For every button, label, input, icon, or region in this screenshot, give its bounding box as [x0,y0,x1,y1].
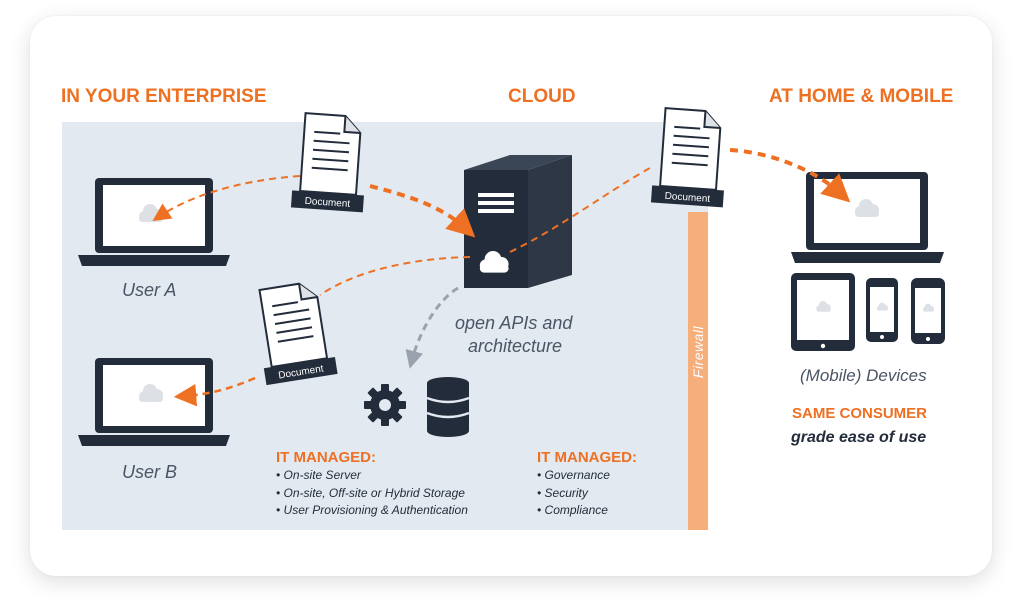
it-managed-left-title: IT MANAGED: [276,449,376,466]
arrow-document-to-user-b [173,376,256,407]
document-label-1: Document [304,196,350,210]
apis-line2: architecture [468,336,563,356]
document-icon: Document [650,107,724,208]
it-managed-left-list: On-site Server On-site, Off-site or Hybr… [276,467,468,520]
arrow-server-to-document-b [319,256,471,296]
apis-line1: open APIs and [455,313,573,333]
list-item: Compliance [537,502,610,520]
gear-icon [364,384,406,426]
it-managed-right-title: IT MANAGED: [537,449,637,466]
user-b-label: User B [122,462,178,482]
arrow-user-a-to-document [152,175,301,221]
it-managed-right-list: Governance Security Compliance [537,467,610,520]
document-icon: Document [258,282,338,386]
phone-icon [866,278,898,342]
arrow-server-to-document [509,167,651,253]
consumer-line2: grade ease of use [791,429,927,446]
devices-label: (Mobile) Devices [800,366,927,385]
firewall-bar: Firewall [688,212,708,530]
heading-home-mobile: AT HOME & MOBILE [769,86,954,107]
database-icon [426,377,470,437]
document-label-2: Document [664,191,710,205]
list-item: On-site, Off-site or Hybrid Storage [276,485,468,503]
consumer-line1: SAME CONSUMER [792,405,928,422]
list-item: Security [537,485,610,503]
laptop-user-a-icon [78,178,230,266]
heading-cloud: CLOUD [508,86,576,107]
arrow-document-to-server [369,184,476,238]
cloud-server-icon [464,155,572,288]
laptop-home-icon [791,172,944,263]
list-item: On-site Server [276,467,468,485]
smartphone-icon [911,278,945,344]
user-a-label: User A [122,280,177,300]
arrow-document-to-home [729,148,851,203]
list-item: User Provisioning & Authentication [276,502,468,520]
document-icon: Document [290,112,364,213]
laptop-user-b-icon [78,358,230,446]
list-item: Governance [537,467,610,485]
arrow-server-to-storage [405,286,459,369]
heading-enterprise: IN YOUR ENTERPRISE [61,86,267,107]
tablet-icon [791,273,855,351]
